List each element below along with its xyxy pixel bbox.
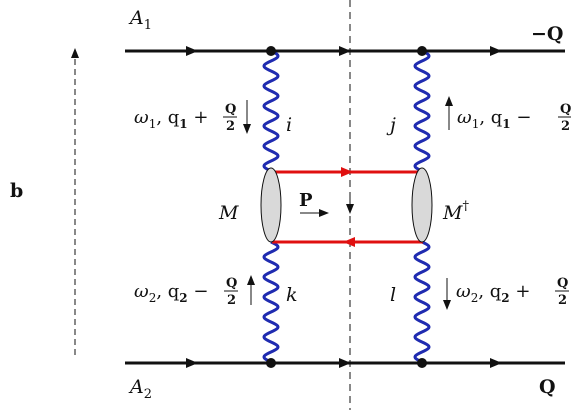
arrow-quark-top (341, 167, 353, 177)
arrow-bottom-left (186, 358, 198, 368)
svg-text:Q: Q (225, 102, 236, 117)
gluon-l (413, 240, 431, 365)
label-A2-sub: 2 (144, 387, 152, 402)
label-i: i (286, 114, 292, 136)
label-omega1-right: ω1, q1 − (457, 107, 531, 131)
arrow-top-mid (339, 46, 351, 56)
label-omega2-right: ω2, q2 + (456, 281, 530, 305)
arrow-bottom-right (490, 358, 502, 368)
label-dagger: † (462, 199, 469, 214)
label-M-dagger: M† (442, 199, 469, 224)
label-A2: A2 (128, 376, 152, 402)
gluon-j (413, 49, 431, 172)
label-A1-sub: 1 (144, 18, 152, 33)
svg-text:2: 2 (226, 119, 235, 134)
label-out-top: −Q (531, 23, 563, 45)
label-A1: A1 (128, 7, 152, 33)
label-j: j (386, 114, 396, 136)
vertex-bottom-right (417, 358, 427, 368)
gluon-k (262, 240, 280, 365)
vertex-bottom-left (266, 358, 276, 368)
arrow-quark-bottom (343, 237, 355, 247)
frac-omega1-left: Q 2 (223, 102, 237, 134)
svg-text:Q: Q (557, 276, 568, 291)
arrow-top-right (490, 46, 502, 56)
arrow-bottom-mid (339, 358, 351, 368)
label-out-bottom: Q (539, 376, 556, 398)
blob-M-dagger (411, 167, 433, 243)
label-b: b (10, 180, 23, 202)
svg-text:Q: Q (560, 102, 571, 117)
label-l: l (390, 284, 396, 306)
frac-omega2-right: Q 2 (555, 276, 569, 308)
vertex-top-right (417, 46, 427, 56)
svg-text:2: 2 (227, 293, 236, 308)
frac-omega1-right: Q 2 (558, 102, 571, 134)
label-k: k (286, 284, 298, 306)
label-omega2-left: ω2, q2 − (134, 281, 208, 305)
svg-text:2: 2 (561, 119, 570, 134)
label-P: P (299, 190, 313, 211)
label-M: M (218, 202, 239, 224)
vertex-top-left (266, 46, 276, 56)
blob-M (260, 167, 282, 243)
svg-text:2: 2 (558, 293, 567, 308)
frac-omega2-left: Q 2 (224, 276, 238, 308)
arrow-top-left (186, 46, 198, 56)
label-omega1-left: ω1, q1 + (134, 107, 208, 131)
svg-text:Q: Q (226, 276, 237, 291)
gluon-i (262, 49, 280, 172)
